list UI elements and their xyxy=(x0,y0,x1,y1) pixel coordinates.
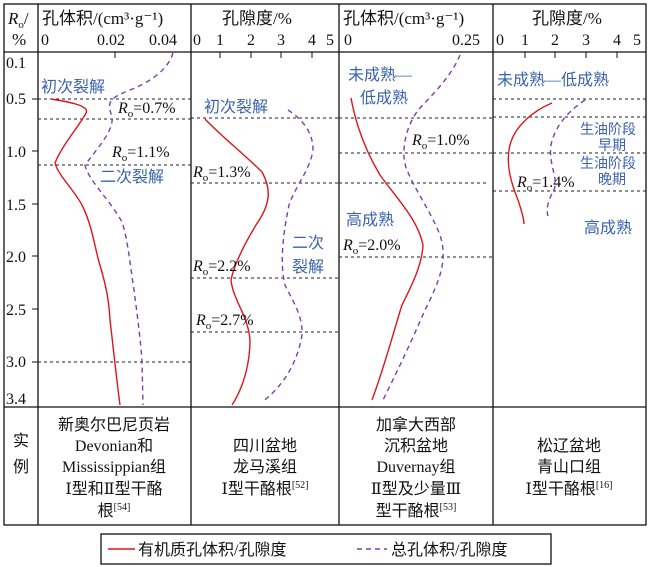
x-tick-label: 3 xyxy=(582,32,590,49)
x-tick-label: 5 xyxy=(326,32,334,49)
example-line: Ⅰ型和Ⅱ型干酪 xyxy=(65,480,162,498)
legend-total-label: 总孔体积/孔隙度 xyxy=(391,541,507,559)
x-tick-label: 0 xyxy=(41,32,49,49)
ro-label: Ro=2.0% xyxy=(342,237,401,257)
example-panel-4: 松辽盆地 青山口组 Ⅰ型干酪根[16] xyxy=(526,437,613,498)
panel-1-total-curve xyxy=(84,52,174,406)
x-tick-label: 1 xyxy=(521,32,529,49)
x-tick-label: 0 xyxy=(193,32,201,49)
x-tick-label: 1 xyxy=(216,32,224,49)
example-line: 四川盆地 xyxy=(233,437,297,455)
example-line: Ⅰ型干酪根[16] xyxy=(526,480,613,498)
stage-label: 低成熟 xyxy=(360,89,408,107)
stage-label: 裂解 xyxy=(292,258,324,276)
example-line: 新奥尔巴尼页岩 xyxy=(58,416,170,434)
example-line: 松辽盆地 xyxy=(537,437,601,455)
example-panel-3: 加拿大西部 沉积盆地 Duvernay组 Ⅱ型及少量Ⅲ 型干酪根[53] xyxy=(371,415,461,520)
panel-1-title: 孔体积/(cm³·g⁻¹) xyxy=(42,9,163,28)
stage-label: 未成熟— xyxy=(348,66,413,84)
stage-label: 晚期 xyxy=(598,172,626,188)
ro-label: Ro=1.1% xyxy=(111,144,170,164)
y-tick-label: 1.0 xyxy=(6,144,26,161)
x-tick-label: 3 xyxy=(277,32,285,49)
stage-label: 生油阶段 xyxy=(580,122,636,138)
panel-2-title: 孔隙度/% xyxy=(222,9,292,28)
legend-organic-label: 有机质孔体积/孔隙度 xyxy=(138,541,286,559)
y-tick-label: 3.0 xyxy=(6,354,26,371)
maturity-boundaries xyxy=(38,98,646,363)
panel-2-total-curve xyxy=(261,109,314,403)
x-tick-label: 0.25 xyxy=(452,32,480,49)
example-line: 根[54] xyxy=(98,502,131,520)
example-panel-2: 四川盆地 龙马溪组 Ⅰ型干酪根[52] xyxy=(222,437,309,498)
y-tick-label: 3.4 xyxy=(6,391,26,408)
example-panel-1: 新奥尔巴尼页岩 Devonian和 Mississippian组 Ⅰ型和Ⅱ型干酪… xyxy=(58,416,170,520)
example-line: 青山口组 xyxy=(537,458,601,476)
ro-label: Ro=2.2% xyxy=(192,258,251,278)
panel-4-organic-curve xyxy=(507,102,553,225)
panel-1-organic-curve xyxy=(50,98,121,406)
y-tick-label: 0.1 xyxy=(6,55,26,72)
example-line: Duvernay组 xyxy=(376,458,455,476)
y-tick-label: 0.5 xyxy=(6,91,26,108)
x-tick-label: 0.02 xyxy=(97,32,125,49)
x-tick-marks xyxy=(114,52,618,58)
example-line: Devonian和 xyxy=(75,437,153,455)
y-tick-label: 1.5 xyxy=(6,197,26,214)
x-tick-label: 0.04 xyxy=(149,32,177,49)
ro-label: Ro=1.4% xyxy=(516,174,575,194)
ro-label: Ro=0.7% xyxy=(117,100,176,120)
example-line: Ⅱ型及少量Ⅲ xyxy=(371,480,461,498)
example-line: Mississippian组 xyxy=(62,458,166,476)
ro-label: Ro=1.0% xyxy=(411,132,470,152)
x-tick-label: 0 xyxy=(344,32,352,49)
panel-4-title: 孔隙度/% xyxy=(532,9,602,28)
ro-label: Ro=2.7% xyxy=(195,312,254,332)
panel-3-total-curve xyxy=(382,54,461,401)
stage-label: 未成熟—低成熟 xyxy=(497,71,609,89)
y-tick-label: 2.0 xyxy=(6,249,26,266)
x-tick-label: 4 xyxy=(308,32,316,49)
stage-label: 生油阶段 xyxy=(580,156,636,172)
y-axis-ticks: 0.1 0.5 1.0 1.5 2.0 2.5 3.0 3.4 xyxy=(6,55,38,408)
stage-label: 高成熟 xyxy=(584,219,632,237)
y-axis-unit: % xyxy=(12,30,26,49)
example-line: Ⅰ型干酪根[52] xyxy=(222,480,309,498)
panel-2-organic-curve xyxy=(204,118,269,406)
x-tick-label: 0 xyxy=(496,32,504,49)
example-line: 沉积盆地 xyxy=(384,437,448,455)
panel-3-organic-curve xyxy=(350,97,424,401)
stage-label: 二次裂解 xyxy=(100,168,164,186)
stage-label: 初次裂解 xyxy=(41,78,105,96)
y-tick-label: 2.5 xyxy=(6,302,26,319)
x-tick-label: 5 xyxy=(633,32,641,49)
figure-frame xyxy=(3,3,647,526)
panel-3-title: 孔体积/(cm³·g⁻¹) xyxy=(343,9,464,28)
x-tick-label: 4 xyxy=(613,32,621,49)
example-line: 加拿大西部 xyxy=(376,415,456,434)
x-tick-label: 2 xyxy=(551,32,559,49)
stage-label: 二次 xyxy=(292,234,324,252)
stage-label: 高成熟 xyxy=(346,211,394,229)
example-label: 实 xyxy=(13,432,29,450)
example-label: 例 xyxy=(13,458,29,476)
legend: 有机质孔体积/孔隙度 总孔体积/孔隙度 xyxy=(100,533,552,565)
ro-label: Ro=1.3% xyxy=(192,164,251,184)
x-tick-label: 2 xyxy=(247,32,255,49)
stage-label: 早期 xyxy=(598,138,626,154)
y-axis-title: Ro/ xyxy=(7,9,29,31)
example-line: 龙马溪组 xyxy=(233,458,297,476)
example-line: 型干酪根[53] xyxy=(376,502,457,520)
stage-label: 初次裂解 xyxy=(204,98,268,116)
panel-4-total-curve xyxy=(546,99,586,217)
